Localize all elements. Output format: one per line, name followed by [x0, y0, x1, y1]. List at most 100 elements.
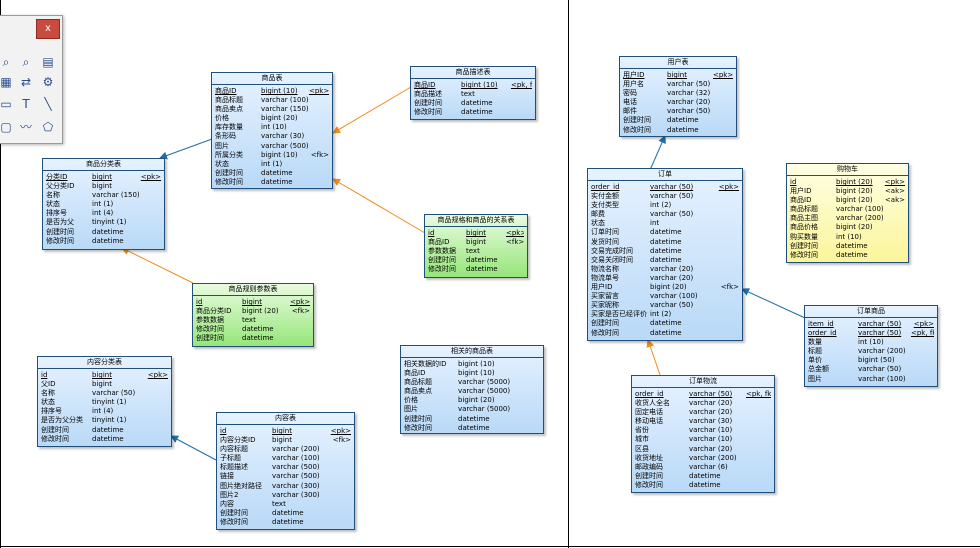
toolbox-palette[interactable]: x ⌕ ⌕ ▤ ▦ ⇄ ⚙ ▭ T ╲ ▢ 〰 ⬠: [0, 15, 63, 144]
rectangle-icon[interactable]: ▢: [0, 120, 12, 134]
text-icon[interactable]: T: [22, 97, 30, 111]
table-icon[interactable]: ▭: [0, 97, 12, 111]
entity-icon[interactable]: ▦: [0, 75, 12, 89]
zoom-in-icon[interactable]: ⌕: [2, 55, 10, 69]
polygon-icon[interactable]: ⬠: [42, 120, 54, 134]
zoom-out-icon[interactable]: ⌕: [22, 55, 30, 69]
line-icon[interactable]: ╲: [44, 97, 52, 111]
relation-icon[interactable]: ⇄: [20, 75, 32, 89]
properties-icon[interactable]: ▤: [42, 55, 54, 69]
gear-icon[interactable]: ⚙: [42, 75, 54, 89]
